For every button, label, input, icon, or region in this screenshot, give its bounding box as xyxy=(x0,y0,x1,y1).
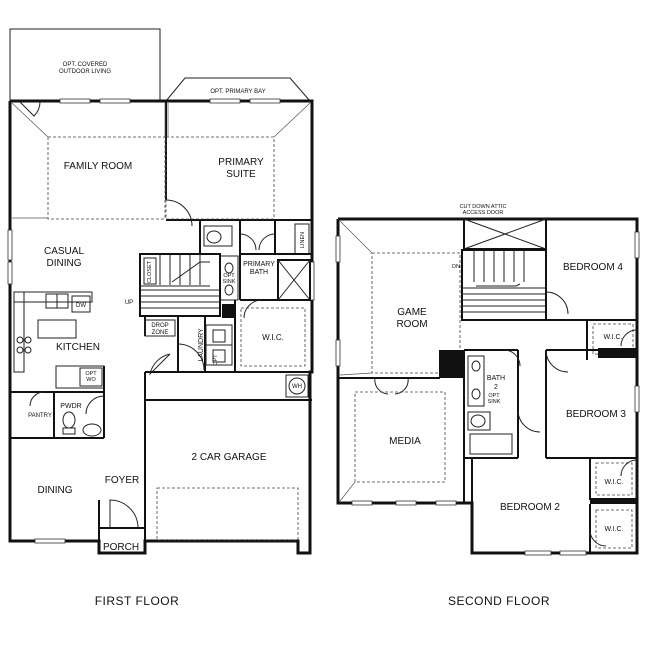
dining-label: DINING xyxy=(38,485,73,496)
foyer-label: FOYER xyxy=(105,475,139,486)
powder-room-label: PWDR xyxy=(60,403,81,410)
media-label: MEDIA xyxy=(389,436,421,447)
laundry-label: LAUNDRY xyxy=(198,328,205,362)
stairs-up-label: UP xyxy=(125,300,133,306)
wic-label: W.I.C. xyxy=(262,333,284,342)
bedroom-3-wic-label: W.I.C. xyxy=(604,479,623,486)
water-heater-label: WH xyxy=(292,384,302,390)
closet-label: CLOSET xyxy=(147,260,153,283)
bedroom-2-wic-label: W.I.C. xyxy=(604,526,623,533)
dishwasher-label: DW xyxy=(76,303,86,309)
first-floor-plan xyxy=(7,28,315,555)
laundry-opt-label: OPT xyxy=(213,354,219,366)
pantry-label: PANTRY xyxy=(28,413,52,419)
opt-primary-bay-label: OPT. PRIMARY BAY xyxy=(210,89,265,95)
kitchen-label: KITCHEN xyxy=(56,342,100,353)
porch-label: PORCH xyxy=(103,542,139,553)
bedroom-4-label: BEDROOM 4 xyxy=(563,262,623,273)
second-floor-plan xyxy=(335,217,640,556)
two-car-garage-label: 2 CAR GARAGE xyxy=(191,452,266,463)
family-room-label: FAMILY ROOM xyxy=(64,161,133,172)
bedroom-4-wic-label: W.I.C. xyxy=(603,334,622,341)
opt-primary-bay-outline xyxy=(165,77,311,102)
bedroom-2-label: BEDROOM 2 xyxy=(500,502,560,513)
linen-label: LINEN xyxy=(300,232,306,248)
bedroom-3-label: BEDROOM 3 xyxy=(566,409,626,420)
stairs-down-label: DN xyxy=(452,264,460,270)
second-floor-caption: SECOND FLOOR xyxy=(448,594,550,608)
first-floor-caption: FIRST FLOOR xyxy=(95,594,180,608)
